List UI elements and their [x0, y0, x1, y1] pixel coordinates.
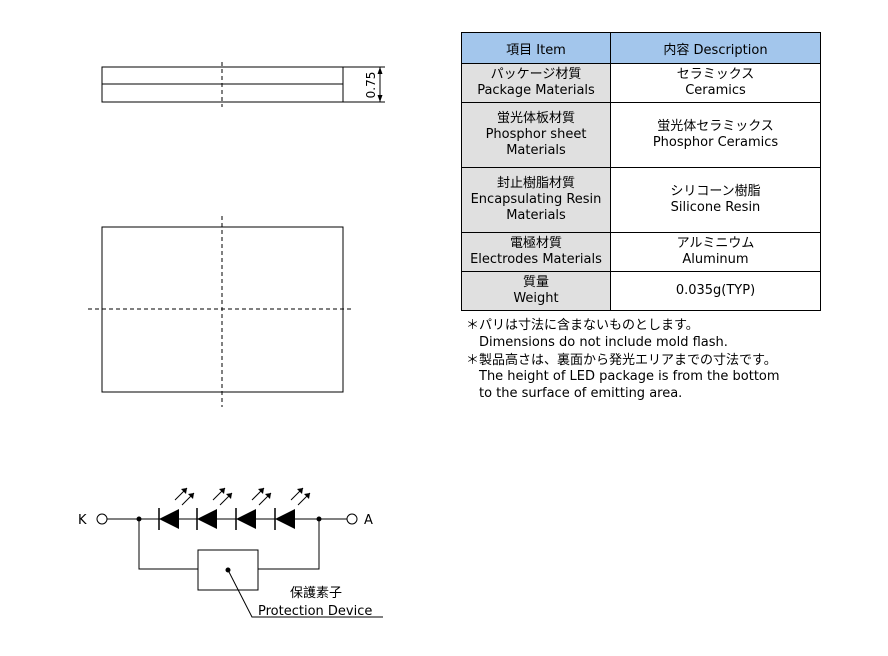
table-row: パッケージ材質 Package Materials セラミックス Ceramic…	[461, 63, 821, 103]
table-row: 封止樹脂材質 Encapsulating Resin Materials シリコ…	[461, 167, 821, 233]
notes: ＊パリは寸法に含まないものとします。 Dimensions do not inc…	[466, 318, 780, 404]
item-cell: 蛍光体板材質 Phosphor sheet Materials	[461, 102, 611, 168]
item-line: Weight	[513, 291, 559, 306]
description-cell: セラミックス Ceramics	[610, 63, 821, 103]
description-cell: 蛍光体セラミックス Phosphor Ceramics	[610, 102, 821, 168]
header-description: 内容 Description	[610, 32, 821, 64]
description-line: Phosphor Ceramics	[652, 135, 779, 150]
led-symbol	[235, 487, 272, 530]
item-line: Encapsulating Resin	[470, 192, 602, 207]
note-mold-flash: ＊パリは寸法に含まないものとします。 Dimensions do not inc…	[466, 318, 780, 351]
description-line: Silicone Resin	[670, 200, 761, 215]
side-view	[101, 62, 385, 107]
led-symbol	[158, 487, 195, 530]
item-line: 蛍光体板材質	[496, 111, 575, 126]
note-line: The height of LED package is from the bo…	[479, 369, 780, 384]
item-line: 質量	[522, 275, 549, 290]
table-row: 蛍光体板材質 Phosphor sheet Materials 蛍光体セラミック…	[461, 102, 821, 168]
description-line: Aluminum	[682, 252, 749, 267]
item-line: 電極材質	[509, 236, 562, 251]
protection-label-jp: 保護素子	[290, 585, 342, 601]
item-cell: 質量 Weight	[461, 271, 611, 311]
description-line: 0.035g(TYP)	[675, 283, 756, 298]
description-cell: アルミニウム Aluminum	[610, 232, 821, 272]
anode-label: A	[364, 513, 373, 528]
item-line: Materials	[506, 208, 566, 223]
description-line: 蛍光体セラミックス	[657, 119, 774, 134]
circuit-diagram	[96, 513, 383, 618]
table-row: 質量 Weight 0.035g(TYP)	[461, 271, 821, 311]
dimension-label: 0.75	[364, 72, 378, 99]
item-line: Package Materials	[477, 83, 595, 98]
item-line: 封止樹脂材質	[496, 176, 575, 191]
item-line: Electrodes Materials	[470, 252, 602, 267]
note-line: ＊製品高さは、裏面から発光エリアまでの寸法です。	[466, 352, 777, 368]
spec-table: 項目 Item 内容 Description パッケージ材質 Package M…	[461, 32, 821, 311]
led-symbol	[196, 487, 233, 530]
description-line: アルミニウム	[676, 236, 755, 251]
item-cell: パッケージ材質 Package Materials	[461, 63, 611, 103]
note-line: to the surface of emitting area.	[479, 385, 683, 401]
description-line: セラミックス	[676, 67, 755, 82]
table-header-row: 項目 Item 内容 Description	[461, 32, 821, 64]
description-cell: 0.035g(TYP)	[610, 271, 821, 311]
description-line: シリコーン樹脂	[670, 184, 761, 199]
note-package-height: ＊製品高さは、裏面から発光エリアまでの寸法です。 The height of L…	[466, 353, 780, 403]
item-line: Phosphor sheet	[485, 127, 587, 142]
table-row: 電極材質 Electrodes Materials アルミニウム Aluminu…	[461, 232, 821, 272]
led-symbol	[274, 487, 311, 530]
note-line: Dimensions do not include mold flash.	[479, 334, 728, 350]
item-line: パッケージ材質	[490, 67, 582, 82]
description-line: Ceramics	[685, 83, 746, 98]
top-view	[88, 216, 353, 407]
note-line: ＊パリは寸法に含まないものとします。	[466, 318, 699, 333]
cathode-label: K	[78, 513, 87, 528]
item-cell: 電極材質 Electrodes Materials	[461, 232, 611, 272]
protection-label-en: Protection Device	[258, 604, 372, 619]
item-cell: 封止樹脂材質 Encapsulating Resin Materials	[461, 167, 611, 233]
item-line: Materials	[506, 143, 566, 158]
header-item: 項目 Item	[461, 32, 611, 64]
led-array	[158, 487, 311, 530]
protection-device-box	[197, 549, 259, 591]
description-cell: シリコーン樹脂 Silicone Resin	[610, 167, 821, 233]
